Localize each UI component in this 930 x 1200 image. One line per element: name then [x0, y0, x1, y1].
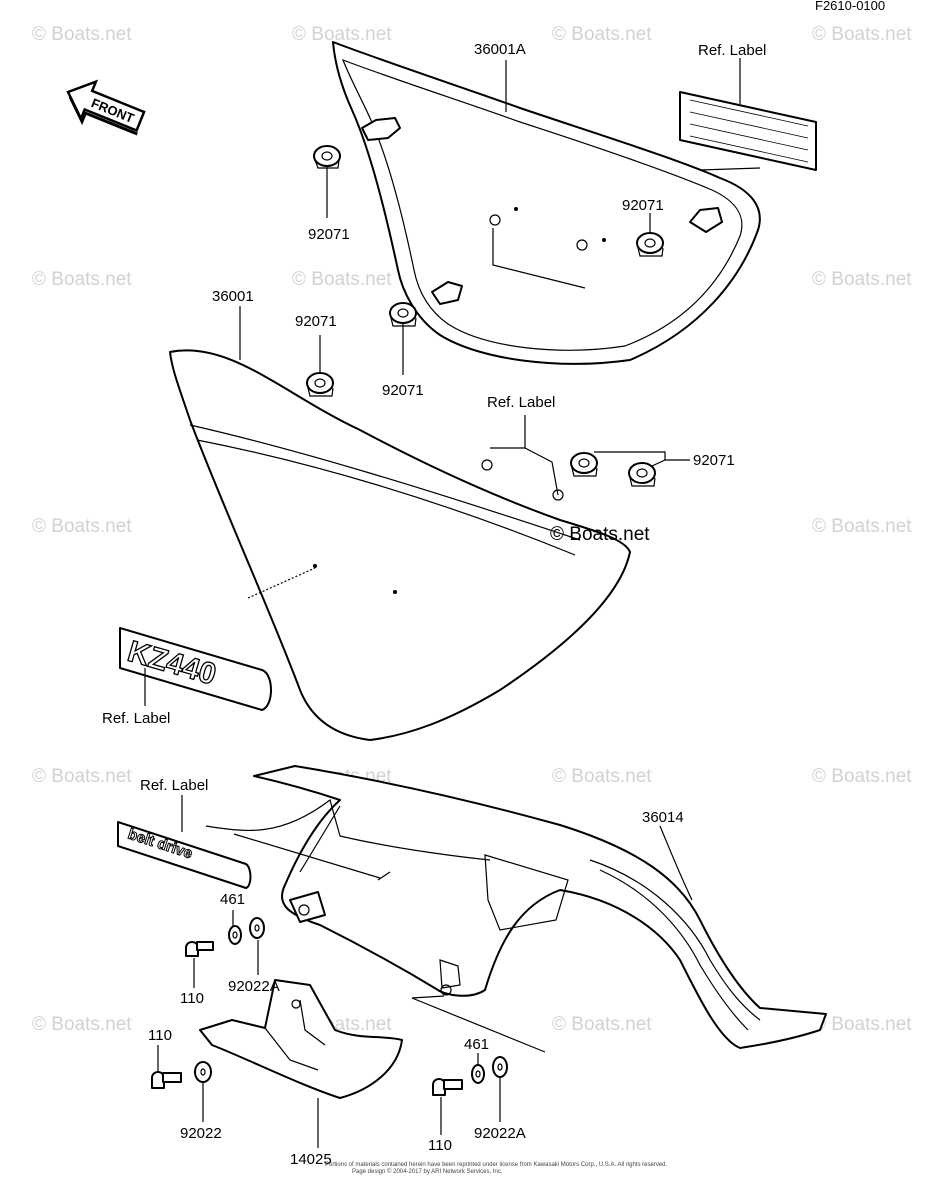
- watermark: © Boats.net: [32, 516, 132, 537]
- bolt-icon: [432, 1078, 463, 1096]
- part-label-461: 461: [464, 1036, 489, 1053]
- part-label-92022: 92022: [180, 1125, 222, 1142]
- kz440-emblem: KZ440: [119, 627, 272, 711]
- watermark: © Boats.net: [552, 766, 652, 787]
- belt-drive-badge: belt drive: [117, 821, 252, 889]
- part-label-36014: 36014: [642, 809, 684, 826]
- grommet-icon: [389, 302, 417, 327]
- watermark: © Boats.net: [292, 24, 392, 45]
- grommet-icon: [636, 232, 664, 257]
- watermark: © Boats.net: [292, 269, 392, 290]
- part-label-92071: 92071: [308, 226, 350, 243]
- watermark: © Boats.net: [812, 1014, 912, 1035]
- part-label-36001a: 36001A: [474, 41, 526, 58]
- washer-icon: [492, 1056, 508, 1078]
- part-label-461: 461: [220, 891, 245, 908]
- bolt-icon: [151, 1071, 182, 1089]
- part-label-14025: 14025: [290, 1151, 332, 1168]
- watermark-inline: © Boats.net: [550, 524, 650, 545]
- grommet-icon: [570, 452, 598, 477]
- part-label-92071: 92071: [295, 313, 337, 330]
- grommet-icon: [628, 462, 656, 487]
- ref-label-text: Ref. Label: [140, 777, 208, 794]
- part-label-92022a: 92022A: [228, 978, 280, 995]
- ref-label-text: Ref. Label: [698, 42, 766, 59]
- watermark: © Boats.net: [32, 269, 132, 290]
- side-cover-36001a: [332, 41, 761, 365]
- part-label-92022a: 92022A: [474, 1125, 526, 1142]
- watermark: © Boats.net: [812, 516, 912, 537]
- part-label-92071: 92071: [693, 452, 735, 469]
- copyright-line: Page design © 2004-2017 by ARI Network S…: [352, 1168, 503, 1175]
- washer-icon: [249, 917, 265, 939]
- ref-label-mid-lead: [490, 415, 526, 449]
- watermark: © Boats.net: [812, 24, 912, 45]
- watermark: © Boats.net: [552, 1014, 652, 1035]
- ref-label-text: Ref. Label: [487, 394, 555, 411]
- part-label-92071: 92071: [622, 197, 664, 214]
- washer-icon: [471, 1064, 485, 1084]
- part-label-110: 110: [428, 1137, 452, 1154]
- part-label-110: 110: [148, 1027, 172, 1044]
- copyright-line: Portions of materials contained herein h…: [325, 1162, 668, 1168]
- part-label-92071: 92071: [382, 382, 424, 399]
- watermark: © Boats.net: [812, 766, 912, 787]
- part-label-36001: 36001: [212, 288, 254, 305]
- watermark: © Boats.net: [812, 269, 912, 290]
- leader-lines: [144, 58, 741, 1148]
- guard-14025: [199, 979, 403, 1099]
- diagram-code: F2610-0100: [815, 0, 885, 13]
- ref-label-text: Ref. Label: [102, 710, 170, 727]
- washer-icon: [228, 925, 242, 945]
- side-cover-36001: [169, 349, 631, 741]
- ref-label-plate-top: [679, 91, 817, 171]
- watermark: © Boats.net: [32, 766, 132, 787]
- watermark: © Boats.net: [32, 24, 132, 45]
- part-labels: 36001A Ref. Label 92071 92071 36001 9207…: [102, 41, 766, 1168]
- washer-icon: [194, 1061, 212, 1083]
- grommet-icon: [306, 372, 334, 397]
- belt-cover-36014: [205, 765, 827, 1049]
- watermark: © Boats.net: [32, 1014, 132, 1035]
- front-arrow-icon: FRONT: [66, 79, 146, 136]
- watermark: © Boats.net: [552, 24, 652, 45]
- grommet-icon: [313, 145, 341, 169]
- bolt-icon: [185, 941, 214, 957]
- part-label-110: 110: [180, 990, 204, 1007]
